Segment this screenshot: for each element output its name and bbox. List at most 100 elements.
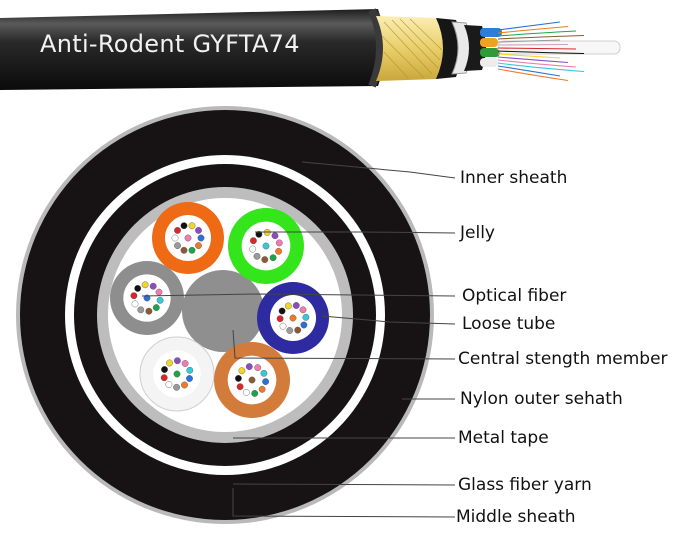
- optical-fiber: [152, 304, 160, 311]
- optical-fiber: [254, 364, 262, 371]
- fiber-strand: [497, 39, 561, 43]
- optical-fiber: [188, 222, 196, 230]
- leader-glass-fiber-yarn: [232, 483, 456, 486]
- label-nylon-outer-sheath: Nylon outer sehath: [460, 389, 623, 409]
- fiber-strand: [497, 59, 577, 68]
- optical-fiber: [195, 226, 202, 234]
- optical-fiber: [258, 385, 266, 393]
- optical-fiber: [197, 234, 205, 242]
- yarn-strands: [381, 18, 443, 79]
- loose-tubes: [110, 202, 329, 418]
- optical-fiber: [131, 300, 139, 308]
- optical-fiber: [269, 254, 277, 262]
- optical-fiber: [161, 366, 168, 373]
- optical-fiber: [186, 375, 193, 382]
- fiber-strand: [497, 43, 569, 46]
- optical-fiber: [262, 378, 269, 385]
- label-loose-tube: Loose tube: [462, 314, 556, 334]
- optical-fiber: [174, 226, 181, 234]
- label-metal-tape: Metal tape: [458, 428, 549, 448]
- optical-fiber: [171, 234, 179, 242]
- optical-fiber: [294, 326, 302, 334]
- leader-inner-sheath: [301, 161, 456, 179]
- optical-fiber: [188, 246, 196, 254]
- loose-tube-orange: [152, 202, 224, 274]
- optical-fiber: [145, 307, 153, 315]
- fiber-strand: [497, 56, 569, 64]
- loose-tube-grey: [110, 261, 184, 335]
- label-jelly: Jelly: [460, 223, 495, 243]
- optical-fiber: [236, 383, 244, 391]
- optical-fiber: [134, 284, 142, 292]
- loose-tube-white: [139, 336, 215, 412]
- optical-fiber: [156, 296, 164, 304]
- leader-optical-fiber: [141, 293, 456, 297]
- fiber-strand: [497, 65, 561, 77]
- optical-fiber: [300, 321, 308, 329]
- optical-fiber: [249, 237, 257, 245]
- fiber-strand: [497, 21, 561, 31]
- fiber-strand: [497, 50, 585, 55]
- cross-section: [16, 106, 434, 524]
- optical-fiber: [292, 302, 300, 309]
- optical-fiber: [251, 389, 259, 397]
- loose-tube-brown: [214, 342, 290, 418]
- optical-fiber: [195, 242, 202, 250]
- optical-fiber: [284, 302, 292, 310]
- label-middle-sheath: Middle sheath: [456, 507, 576, 527]
- optical-fiber: [289, 314, 297, 322]
- leader-central-member: [232, 329, 456, 360]
- optical-fiber: [137, 306, 145, 314]
- optical-fiber: [130, 292, 138, 300]
- optical-fiber: [184, 234, 192, 242]
- fiber-strand: [497, 53, 561, 59]
- leader-loose-tube: [321, 315, 456, 325]
- glass-fiber-yarn-layer: [376, 16, 445, 81]
- loose-tube-green: [228, 208, 304, 284]
- optical-fiber: [279, 322, 287, 330]
- optical-fiber: [155, 288, 163, 296]
- fiber-strand: [497, 68, 569, 82]
- leader-jelly: [255, 231, 456, 234]
- optical-fiber: [160, 374, 168, 382]
- optical-fiber: [166, 359, 173, 367]
- leader-lines: [141, 161, 456, 518]
- optical-fiber: [242, 388, 250, 396]
- leader-middle-sheath: [232, 488, 456, 518]
- optical-fiber: [141, 281, 149, 289]
- optical-fiber: [275, 247, 282, 255]
- inner-sheath-end: [464, 25, 486, 71]
- optical-fiber: [186, 366, 194, 374]
- optical-fiber: [275, 239, 283, 247]
- optical-fiber: [253, 252, 261, 260]
- optical-fiber: [260, 369, 268, 377]
- outer-jacket: [0, 9, 385, 90]
- optical-fiber: [278, 307, 286, 315]
- optical-fiber: [286, 327, 294, 334]
- optical-fiber: [173, 383, 181, 391]
- optical-fiber: [165, 381, 173, 388]
- central-strength-member: [182, 270, 264, 352]
- optical-fiber: [174, 242, 181, 250]
- fibers-side-view: [497, 21, 585, 82]
- optical-fiber: [255, 230, 263, 238]
- optical-fiber: [249, 245, 257, 253]
- fiber-strand: [497, 62, 585, 73]
- optical-fiber: [173, 370, 181, 378]
- optical-fiber: [302, 313, 310, 321]
- fiber-strand: [497, 25, 569, 34]
- loose-tubes-side: [480, 28, 502, 67]
- label-glass-fiber-yarn: Glass fiber yarn: [458, 475, 592, 495]
- optical-fiber: [238, 367, 246, 375]
- loose-tube-blue: [257, 282, 329, 354]
- optical-fiber: [271, 232, 279, 240]
- optical-fiber: [248, 376, 256, 384]
- optical-fiber: [180, 246, 188, 254]
- optical-fiber: [261, 256, 269, 263]
- label-central-strength-member: Central stength member: [458, 349, 668, 369]
- optical-fiber: [173, 357, 181, 365]
- label-optical-fiber: Optical fiber: [462, 286, 567, 306]
- cable-side-view: [0, 8, 621, 90]
